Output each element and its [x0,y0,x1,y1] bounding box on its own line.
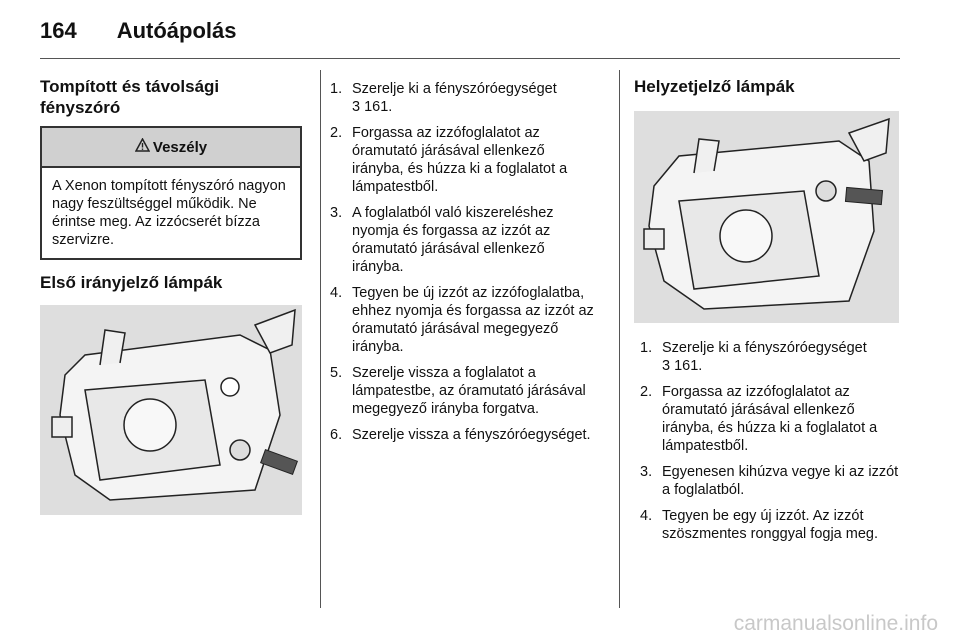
warning-title: Veszély [152,138,208,156]
header-divider [40,58,900,59]
column-divider-2 [619,70,620,608]
list-item: 6.Szerelje vissza a fényszóróegységet. [330,427,591,443]
list-item: 3.Egyenesen kihúzva vegye ki az izzót a … [640,464,899,498]
page-number: 164 [40,18,77,43]
indicator-lamp-illustration [40,305,302,515]
warning-box: Veszély A Xenon tompított fényszóró nagy… [40,126,302,260]
list-item: 4.Tegyen be új izzót az izzófoglalatba, … [330,285,594,355]
page-header: 164 Autóápolás [40,18,237,44]
section-heading-position: Helyzetjelző lámpák [634,77,795,96]
column-3: Helyzetjelző lámpák 1.Szerelje ki a fény… [634,76,904,551]
column-1: Tompított és távolsági fényszóró Veszély… [40,76,302,515]
list-item: 2.Forgassa az izzófoglalatot az óramutat… [640,384,878,454]
chapter-title: Autóápolás [116,18,237,43]
warning-header: Veszély [42,128,300,168]
section-heading-headlamp: Tompított és távolsági fényszóró [40,77,220,117]
list-item: 4.Tegyen be egy új izzót. Az izzót szösz… [640,508,878,542]
list-item: 2.Forgassa az izzófoglalatot az óramutat… [330,125,568,195]
section-heading-indicator: Első irányjelző lámpák [40,273,223,292]
warning-text: A Xenon tompított fényszóró nagyon nagy … [52,178,286,248]
list-item: 3.A foglalatból való kiszereléshez nyomj… [330,205,554,275]
page-reference[interactable]: 3 161. [352,99,393,115]
list-item: 5.Szerelje vissza a foglalatot a lámpate… [330,365,586,417]
column-divider-1 [320,70,321,608]
position-lamp-illustration [634,111,899,323]
watermark: carmanualsonline.info [733,612,938,635]
page-reference[interactable]: 3 161. [662,358,703,374]
warning-triangle-icon [134,137,151,156]
